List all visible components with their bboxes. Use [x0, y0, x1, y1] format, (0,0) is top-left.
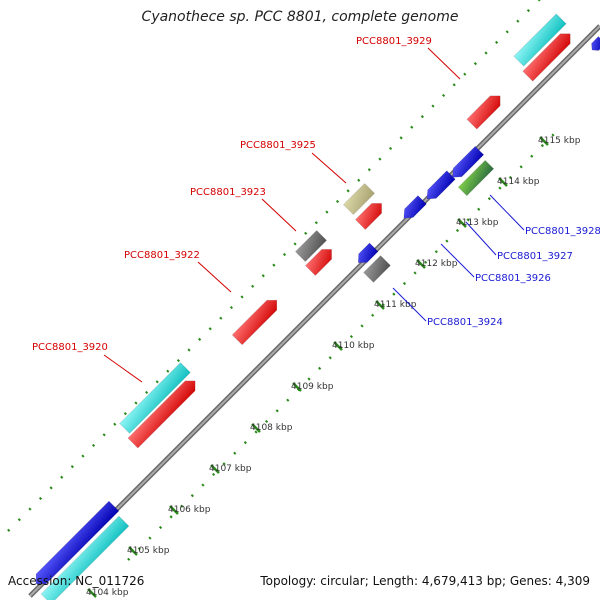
length-value: 4,679,413 bp [421, 574, 502, 588]
gene-label-reverse: PCC8801_3927 [497, 251, 573, 262]
scale-tick [210, 464, 220, 474]
gene-label-reverse: PCC8801_3926 [475, 273, 551, 284]
accession-info: Accession: NC_011726 [8, 574, 144, 588]
gene-label-reverse: PCC8801_3928 [525, 226, 600, 237]
backbone-highlight [29, 25, 600, 597]
gene-label-forward: PCC8801_3922 [124, 250, 200, 261]
gene-label-leader [489, 194, 525, 231]
scale-tick-label: 4110 kbp [332, 341, 375, 351]
gene-label-reverse: PCC8801_3924 [427, 317, 503, 328]
rna-top-cyan [513, 13, 567, 67]
cds-3920-cyan [119, 362, 191, 434]
scale-tick [333, 341, 343, 351]
scale-tick-label: 4108 kbp [250, 423, 293, 433]
cds-3928 [452, 145, 485, 178]
scale-tick [251, 423, 261, 433]
cds-3925 [355, 203, 382, 230]
map-title: Cyanothece sp. PCC 8801, complete genome [141, 9, 459, 25]
gene-label-forward: PCC8801_3920 [32, 342, 108, 353]
gene-3924-pseudo [363, 255, 391, 283]
gene-label-leader [427, 47, 461, 80]
gene-label-forward: PCC8801_3923 [190, 187, 266, 198]
topology-label: Topology: [260, 574, 317, 588]
cds-3929 [466, 95, 501, 130]
rna-bottom-cyan [40, 515, 130, 600]
scale-tick [292, 382, 302, 392]
cds-3926 [403, 195, 427, 219]
scale-tick [375, 300, 385, 310]
cds-bottom-blue [35, 500, 120, 585]
outer-scale-ring [7, 0, 541, 532]
genome-stats: Topology: circular; Length: 4,679,413 bp… [260, 574, 590, 588]
scale-tick-label: 4104 kbp [86, 588, 129, 598]
cds-3927 [426, 170, 456, 200]
cds-3922 [231, 299, 278, 346]
scale-tick [416, 259, 426, 269]
genes-label: Genes: [509, 574, 552, 588]
scale-tick-label: 4106 kbp [168, 505, 211, 515]
gene-3925-other [343, 183, 375, 215]
accession-value: NC_011726 [75, 574, 145, 588]
gene-3928-mixed [457, 159, 495, 197]
scale-tick-label: 4115 kbp [538, 136, 581, 146]
gene-3923-pseudo [295, 230, 327, 262]
genes-value: 4,309 [555, 574, 590, 588]
cds-3923 [305, 249, 332, 276]
scale-tick-label: 4113 kbp [456, 218, 499, 228]
topology-value: circular [320, 574, 365, 588]
gene-label-leader [392, 287, 427, 322]
cds-3924 [357, 242, 379, 264]
scale-tick [457, 218, 467, 228]
gene-label-forward: PCC8801_3925 [240, 140, 316, 151]
gene-label-leader [311, 152, 347, 184]
scale-tick-label: 4107 kbp [209, 464, 252, 474]
gene-label-forward: PCC8801_3929 [356, 36, 432, 47]
cds-top-red [522, 33, 571, 82]
scale-tick-label: 4112 kbp [415, 259, 458, 269]
cds-3920 [127, 380, 196, 449]
scale-tick [87, 588, 97, 598]
gene-label-leader [440, 243, 475, 278]
gene-label-leader [197, 261, 232, 293]
accession-label: Accession: [8, 574, 72, 588]
gene-label-leader [465, 221, 497, 256]
scale-tick-label: 4111 kbp [374, 300, 417, 310]
gene-label-leader [103, 354, 143, 383]
length-label: Length: [372, 574, 419, 588]
scale-tick [169, 505, 179, 515]
scale-tick-label: 4109 kbp [291, 382, 334, 392]
scale-tick [498, 177, 508, 187]
scale-tick-label: 4105 kbp [127, 546, 170, 556]
gene-label-leader [261, 198, 297, 232]
scale-tick [539, 136, 549, 146]
cds-edge-blue [591, 36, 600, 51]
scale-tick [128, 546, 138, 556]
scale-tick-label: 4114 kbp [497, 177, 540, 187]
